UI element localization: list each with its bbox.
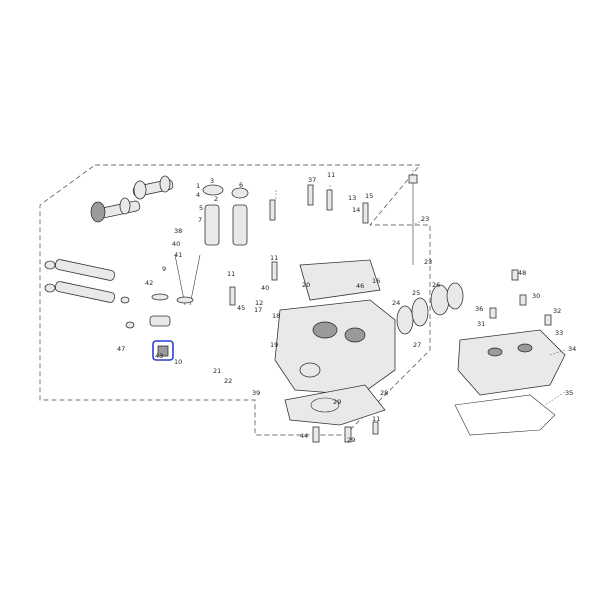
label-16: 16 [372, 277, 380, 285]
label-47: 47 [117, 345, 125, 353]
cover-bolts [489, 269, 552, 326]
label-21: 21 [213, 367, 221, 375]
label-46: 46 [356, 282, 364, 290]
label-40b: 40 [261, 284, 269, 292]
label-29a: 29 [333, 398, 341, 406]
long-stud [408, 174, 418, 265]
label-15: 15 [365, 192, 373, 200]
label-42: 42 [145, 279, 153, 287]
label-29b: 29 [347, 436, 355, 444]
label-4: 4 [196, 191, 200, 199]
label-20: 20 [302, 281, 310, 289]
label-11d: 11 [372, 415, 380, 423]
camshaft-intake [90, 197, 141, 223]
label-38: 38 [174, 227, 182, 235]
label-39: 39 [252, 389, 260, 397]
label-22: 22 [224, 377, 232, 385]
part-43-highlight[interactable] [152, 340, 174, 361]
head-gasket [284, 384, 386, 426]
label-19: 19 [270, 341, 278, 349]
label-45: 45 [237, 304, 245, 312]
label-5: 5 [199, 204, 203, 212]
label-40a: 40 [172, 240, 180, 248]
label-10: 10 [174, 358, 182, 366]
label-9: 9 [162, 265, 166, 273]
cylinder-head [274, 259, 396, 396]
label-41: 41 [174, 251, 182, 259]
label-14: 14 [352, 206, 360, 214]
label-3: 3 [210, 177, 214, 185]
valve-springs-intake [44, 259, 171, 329]
label-31: 31 [477, 320, 485, 328]
part-labels: 1 2 3 4 5 6 7 9 10 11 11 11 11 12 13 14 … [117, 171, 576, 444]
label-12: 12 [255, 299, 263, 307]
label-33: 33 [555, 329, 563, 337]
label-11a: 11 [327, 171, 335, 179]
label-7: 7 [198, 216, 202, 224]
camshaft-exhaust [132, 175, 174, 200]
label-6: 6 [239, 181, 243, 189]
label-36: 36 [475, 305, 483, 313]
label-11b: 11 [270, 254, 278, 262]
label-48: 48 [518, 269, 526, 277]
label-2: 2 [214, 195, 218, 203]
label-26: 26 [432, 281, 440, 289]
valve-train-exhaust [151, 184, 249, 306]
label-23b: 23 [424, 258, 432, 266]
label-23: 23 [421, 215, 429, 223]
label-44: 44 [300, 432, 308, 440]
label-13: 13 [348, 194, 356, 202]
label-35: 35 [565, 389, 573, 397]
label-43: 43 [155, 352, 163, 360]
label-25: 25 [412, 289, 420, 297]
label-34: 34 [568, 345, 576, 353]
valve-cover-gasket [454, 394, 556, 436]
label-27: 27 [413, 341, 421, 349]
label-37: 37 [308, 176, 316, 184]
label-1: 1 [196, 182, 200, 190]
valve-cover [457, 329, 566, 396]
label-24: 24 [392, 299, 400, 307]
head-bolts [229, 184, 379, 443]
label-11c: 11 [227, 270, 235, 278]
label-32: 32 [553, 307, 561, 315]
label-17: 17 [254, 306, 262, 314]
label-30: 30 [532, 292, 540, 300]
label-18: 18 [272, 312, 280, 320]
leader-lines [275, 170, 566, 406]
intake-boots [396, 282, 464, 335]
label-28: 28 [380, 389, 388, 397]
